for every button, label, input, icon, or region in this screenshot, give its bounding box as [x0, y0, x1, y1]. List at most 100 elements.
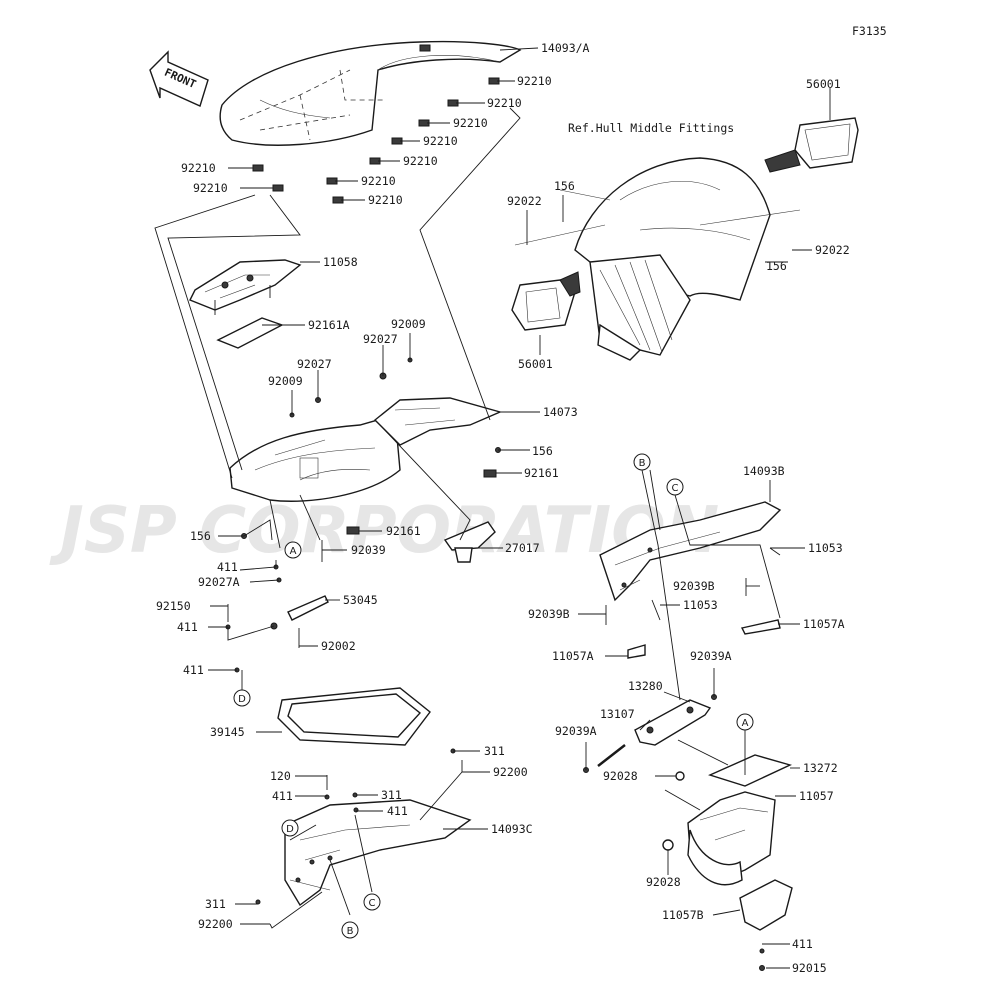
label-92200: 92200: [198, 917, 233, 931]
svg-text:D: D: [286, 824, 294, 835]
label-411: 411: [183, 663, 204, 677]
label-92022: 92022: [507, 194, 542, 208]
label-120: 120: [270, 769, 291, 783]
label-27017: 27017: [505, 541, 540, 555]
label-92022: 92022: [815, 243, 850, 257]
label-14093c: 14093C: [491, 822, 533, 836]
callout-a-main: A: [284, 541, 302, 559]
leader-lines: [154, 47, 831, 969]
storage-tray: [229, 397, 503, 502]
label-11053: 11053: [808, 541, 843, 555]
label-156: 156: [554, 179, 575, 193]
label-13107: 13107: [600, 707, 635, 721]
label-13280: 13280: [628, 679, 663, 693]
label-92027: 92027: [297, 357, 332, 371]
label-92210: 92210: [517, 74, 552, 88]
label-56001: 56001: [806, 77, 841, 91]
plate-92161a: [216, 317, 284, 349]
label-311: 311: [381, 788, 402, 802]
gasket-39145: [277, 687, 431, 746]
label-156: 156: [766, 259, 787, 273]
label-13272: 13272: [803, 761, 838, 775]
callout-d-cover: D: [281, 819, 299, 837]
label-92200: 92200: [493, 765, 528, 779]
front-arrow-icon: FRONT: [149, 50, 209, 107]
label-92161: 92161: [524, 466, 559, 480]
label-411: 411: [387, 804, 408, 818]
callout-b-panel: B: [633, 453, 651, 471]
label-14093a: 14093/A: [541, 41, 590, 55]
label-14093b: 14093B: [743, 464, 785, 478]
label-92161a: 92161A: [308, 318, 350, 332]
clips-11057a: [605, 547, 781, 659]
callout-a-holder: A: [736, 713, 754, 731]
label-92027: 92027: [363, 332, 398, 346]
label-156: 156: [532, 444, 553, 458]
label-39145: 39145: [210, 725, 245, 739]
svg-text:A: A: [742, 718, 749, 729]
label-11057b: 11057B: [662, 908, 704, 922]
label-56001: 56001: [518, 357, 553, 371]
svg-text:C: C: [672, 483, 679, 494]
left-fastener-stack: [225, 564, 329, 673]
bracket-11057b: [739, 879, 793, 971]
label-92027a: 92027A: [198, 575, 240, 589]
label-11057a: 11057A: [803, 617, 845, 631]
label-92009: 92009: [268, 374, 303, 388]
part-labels: 14093/A 92210 92210 92210 92210 92210 92…: [156, 41, 850, 975]
label-92210: 92210: [403, 154, 438, 168]
label-411: 411: [177, 620, 198, 634]
label-92210: 92210: [368, 193, 403, 207]
holder-11057: [662, 791, 776, 886]
label-92210: 92210: [181, 161, 216, 175]
label-311: 311: [484, 744, 505, 758]
cover-14093c: [255, 748, 472, 907]
svg-text:B: B: [347, 926, 354, 937]
label-92210: 92210: [193, 181, 228, 195]
label-11057a: 11057A: [552, 649, 594, 663]
label-11053: 11053: [683, 598, 718, 612]
label-53045: 53045: [343, 593, 378, 607]
label-92039a: 92039A: [555, 724, 597, 738]
seat-part: [219, 40, 522, 146]
part-27017: [443, 521, 496, 563]
svg-text:B: B: [639, 458, 646, 469]
bracket-11058: [189, 259, 302, 315]
label-92210: 92210: [487, 96, 522, 110]
callout-b-cover: B: [341, 921, 359, 939]
label-92028: 92028: [603, 769, 638, 783]
label-92210: 92210: [423, 134, 458, 148]
label-411: 411: [272, 789, 293, 803]
label-92150: 92150: [156, 599, 191, 613]
label-92002: 92002: [321, 639, 356, 653]
label-156: 156: [190, 529, 211, 543]
hull-middle-fittings-ref: [514, 157, 801, 361]
bracket-13280: [583, 694, 717, 781]
label-92028: 92028: [646, 875, 681, 889]
label-92161: 92161: [386, 524, 421, 538]
label-92039b: 92039B: [528, 607, 570, 621]
label-92210: 92210: [361, 174, 396, 188]
svg-text:A: A: [290, 546, 297, 557]
label-11058: 11058: [323, 255, 358, 269]
plate-13272: [708, 754, 792, 787]
label-411: 411: [217, 560, 238, 574]
label-311: 311: [205, 897, 226, 911]
label-92039b: 92039B: [673, 579, 715, 593]
mirror-right: [764, 117, 859, 173]
ref-note: Ref.Hull Middle Fittings: [568, 121, 734, 135]
label-92015: 92015: [792, 961, 827, 975]
figure-code: F3135: [852, 24, 887, 38]
label-92210: 92210: [453, 116, 488, 130]
svg-text:D: D: [238, 694, 246, 705]
callout-d-main: D: [233, 689, 251, 707]
label-92039: 92039: [351, 543, 386, 557]
seat-grommets: [252, 44, 500, 204]
mirror-left: [511, 271, 581, 331]
label-11057: 11057: [799, 789, 834, 803]
svg-text:C: C: [369, 898, 376, 909]
label-92039a: 92039A: [690, 649, 732, 663]
callout-c-cover: C: [363, 893, 381, 911]
